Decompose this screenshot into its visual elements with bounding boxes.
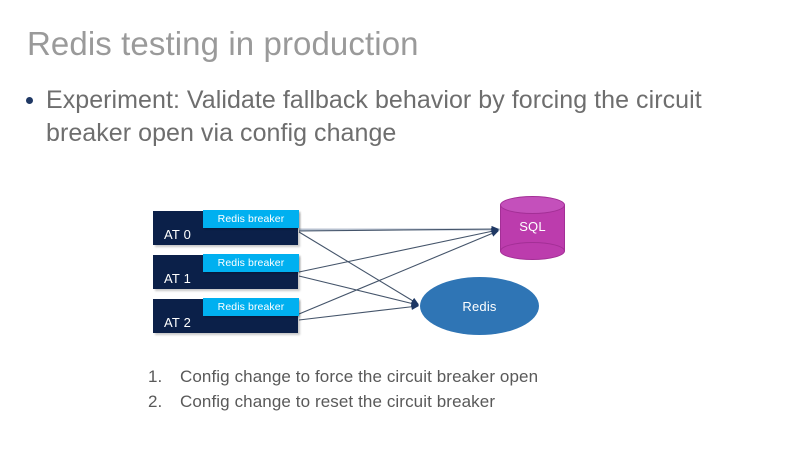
steps-list: 1. Config change to force the circuit br… (148, 364, 748, 414)
list-item-marker: 1. (148, 367, 163, 386)
bullet-item: Experiment: Validate fallback behavior b… (26, 84, 781, 150)
bullet-text: Experiment: Validate fallback behavior b… (46, 86, 702, 147)
edge-at0-sql (298, 225, 500, 233)
node-label-at-0: AT 0 (164, 227, 192, 242)
node-at-1[interactable]: Redis breaker AT 1 (153, 254, 299, 289)
list-item-marker: 2. (148, 392, 163, 411)
list-item-text: Config change to reset the circuit break… (180, 392, 496, 411)
sql-cylinder-bottom (500, 242, 565, 260)
node-sql-database[interactable]: SQL (500, 196, 565, 260)
sql-cylinder-left-edge (500, 205, 501, 251)
breaker-chip-at-0[interactable]: Redis breaker (203, 210, 299, 228)
node-label-redis: Redis (462, 298, 497, 314)
node-label-at-2: AT 2 (164, 315, 192, 330)
edge-at0-redis (298, 231, 419, 305)
node-at-2[interactable]: Redis breaker AT 2 (153, 298, 299, 333)
edge-at1-redis (298, 275, 420, 307)
edge-at2-redis (298, 303, 420, 321)
list-item: 1. Config change to force the circuit br… (148, 364, 748, 389)
node-label-sql: SQL (519, 219, 546, 234)
slide-title: Redis testing in production (27, 25, 419, 62)
node-redis-cache[interactable]: Redis (420, 277, 539, 335)
edge-at1-sql (298, 228, 500, 273)
sql-cylinder-top (500, 196, 565, 214)
list-item: 2. Config change to reset the circuit br… (148, 389, 748, 414)
list-item-text: Config change to force the circuit break… (180, 367, 539, 386)
breaker-chip-at-2[interactable]: Redis breaker (203, 298, 299, 316)
node-label-at-1: AT 1 (164, 271, 192, 286)
breaker-chip-at-1[interactable]: Redis breaker (203, 254, 299, 272)
node-at-0[interactable]: Redis breaker AT 0 (153, 210, 299, 245)
breaker-chip-label-at-2: Redis breaker (217, 300, 285, 313)
breaker-chip-label-at-0: Redis breaker (217, 212, 285, 225)
breaker-chip-label-at-1: Redis breaker (217, 256, 285, 269)
bullet-dot-icon (26, 97, 33, 104)
sql-cylinder-right-edge (564, 205, 565, 251)
